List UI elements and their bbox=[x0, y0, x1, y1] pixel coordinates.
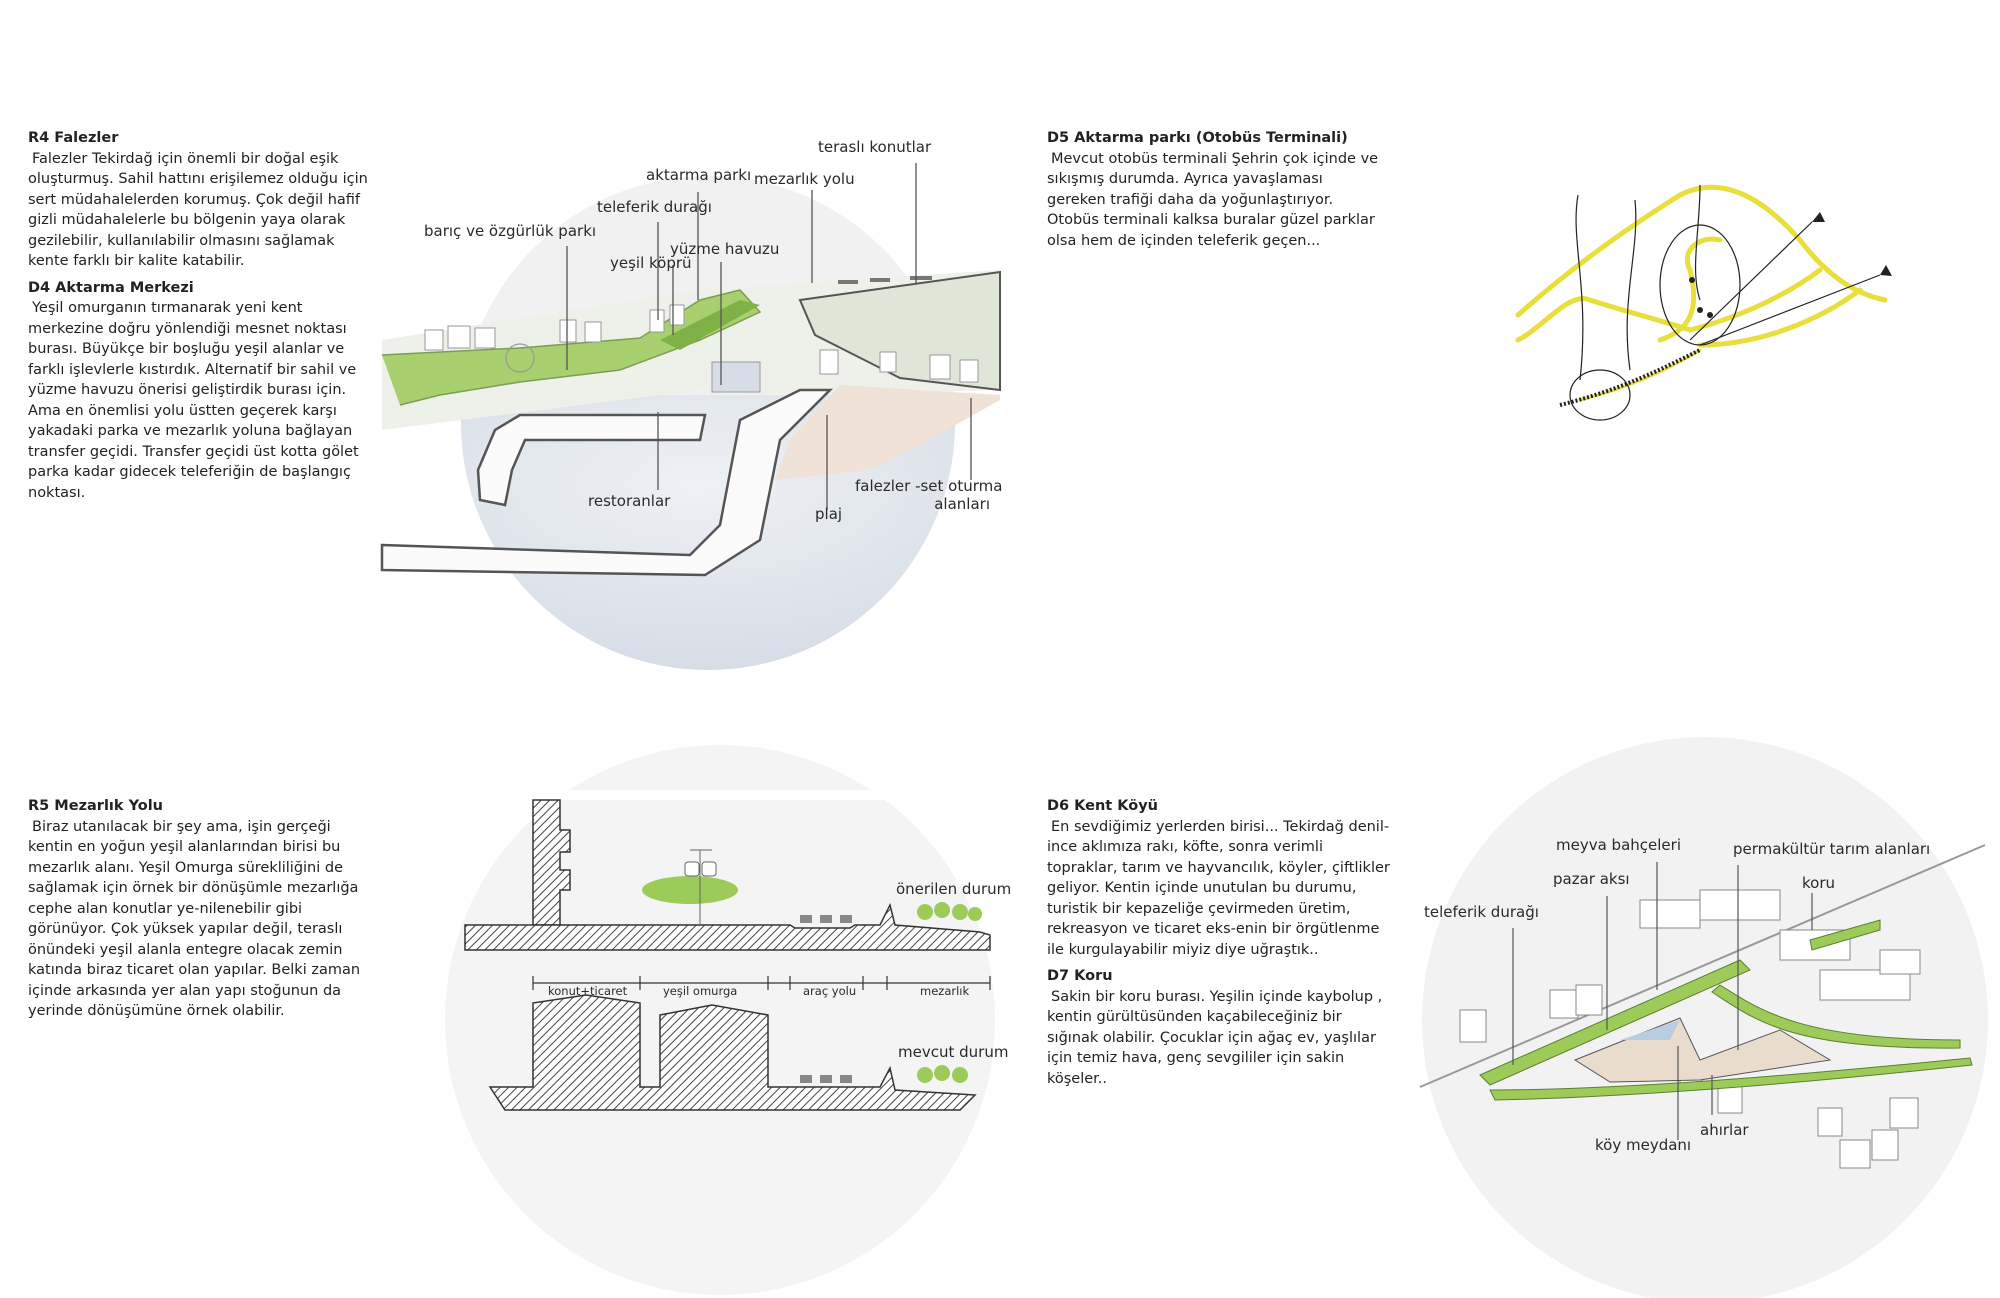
label-koru: koru bbox=[1802, 874, 1836, 892]
label-pazar: pazar aksı bbox=[1553, 870, 1630, 888]
label-restoranlar: restoranlar bbox=[588, 492, 671, 510]
green-bridge bbox=[660, 300, 760, 350]
zone-label-yesil: yeşil omurga bbox=[663, 984, 738, 998]
zone-label-mezarlik: mezarlık bbox=[920, 984, 970, 998]
label-falezler-line2: alanları bbox=[934, 495, 990, 513]
label-falezler: falezler -set oturma alanları bbox=[855, 477, 1003, 513]
label-plaj: plaj bbox=[815, 505, 843, 523]
zone-label-konut: konut+ticaret bbox=[548, 984, 628, 998]
label-aktarma-parki: aktarma parkı bbox=[646, 166, 752, 184]
existing-trees bbox=[917, 1065, 968, 1083]
label-yesil-kopru: yeşil köprü bbox=[610, 254, 692, 272]
beach bbox=[775, 385, 1000, 480]
label-existing: mevcut durum bbox=[898, 1043, 1009, 1061]
koru-green bbox=[1809, 919, 1881, 951]
sketch-arrows bbox=[1689, 212, 1892, 318]
section-title: R4 Falezler bbox=[28, 130, 119, 146]
label-mezarlik-yolu: mezarlık yolu bbox=[754, 170, 855, 188]
village-fields bbox=[1573, 1017, 1832, 1083]
label-baris-parki: barıç ve özgürlük parkı bbox=[424, 222, 597, 240]
section-body: Yeşil omurganın tırmanarak yeni kent mer… bbox=[28, 300, 359, 501]
label-teleferik-duragi: teleferik durağı bbox=[597, 198, 712, 216]
label-teleferik: teleferik durağı bbox=[1424, 903, 1539, 921]
label-proposed: önerilen durum bbox=[896, 880, 1012, 898]
section-title: D5 Aktarma parkı (Otobüs Terminali) bbox=[1047, 130, 1348, 146]
background-circle bbox=[1422, 737, 1988, 1298]
proposed-trees bbox=[642, 876, 982, 921]
section-d5: D5 Aktarma parkı (Otobüs Terminali) Mevc… bbox=[1047, 128, 1382, 257]
label-falezler-line1: falezler -set oturma bbox=[855, 477, 1003, 495]
zone-label-arac: araç yolu bbox=[803, 984, 857, 998]
section-title: D4 Aktarma Merkezi bbox=[28, 279, 194, 296]
section-body: En sevdiğimiz yerlerden birisi... Tekird… bbox=[1047, 818, 1390, 958]
section-body: Biraz utanılacak bir şey ama, işin gerçe… bbox=[28, 818, 361, 1020]
proposed-ground bbox=[464, 902, 991, 951]
cars bbox=[800, 915, 852, 1083]
section-title: D7 Koru bbox=[1047, 968, 1113, 984]
leader-lines bbox=[1512, 862, 1813, 1140]
label-ahirlar: ahırlar bbox=[1700, 1121, 1749, 1139]
section-title: R5 Mezarlık Yolu bbox=[28, 798, 163, 814]
green-band-right bbox=[1711, 984, 1961, 1049]
sketch-black-lines bbox=[1559, 184, 1881, 421]
label-terasli-konutlar: teraslı konutlar bbox=[818, 138, 932, 156]
leader-lines bbox=[566, 163, 972, 510]
village-roof-blue bbox=[1620, 1020, 1680, 1040]
pier bbox=[380, 388, 834, 577]
section-title: D6 Kent Köyü bbox=[1047, 798, 1159, 814]
sketch-yellow-lines bbox=[1515, 184, 1888, 402]
proposed-building bbox=[532, 799, 571, 926]
section-r5: R5 Mezarlık Yolu Biraz utanılacak bir şe… bbox=[28, 796, 378, 1028]
label-permakultur: permakültür tarım alanları bbox=[1733, 840, 1931, 858]
section-r4: R4 Falezler Falezler Tekirdağ için öneml… bbox=[28, 128, 378, 509]
label-koy-meydani: köy meydanı bbox=[1595, 1136, 1692, 1154]
section-body: Mevcut otobüs terminali Şehrin çok içind… bbox=[1047, 150, 1379, 249]
label-yuzme-havuzu: yüzme havuzu bbox=[670, 240, 780, 258]
green-band-upper bbox=[1479, 959, 1751, 1086]
zone-dimension-line bbox=[532, 976, 991, 990]
section-d6-d7: D6 Kent Köyü En sevdiğimiz yerlerden bir… bbox=[1047, 796, 1397, 1095]
railway bbox=[1419, 844, 1986, 1088]
breakwater bbox=[476, 413, 707, 507]
swimming-pool bbox=[711, 361, 761, 393]
cable-car-icon bbox=[684, 849, 717, 925]
section-body: Falezler Tekirdağ için önemli bir doğal … bbox=[28, 150, 368, 270]
section-body: Sakin bir koru burası. Yeşilin içinde ka… bbox=[1047, 988, 1383, 1087]
green-band-lower bbox=[1489, 1057, 1973, 1101]
ferris-wheel bbox=[505, 343, 535, 373]
existing-buildings bbox=[488, 994, 977, 1111]
label-meyva: meyva bahçeleri bbox=[1556, 836, 1681, 854]
buildings bbox=[424, 304, 979, 383]
terraced-houses bbox=[838, 276, 932, 284]
